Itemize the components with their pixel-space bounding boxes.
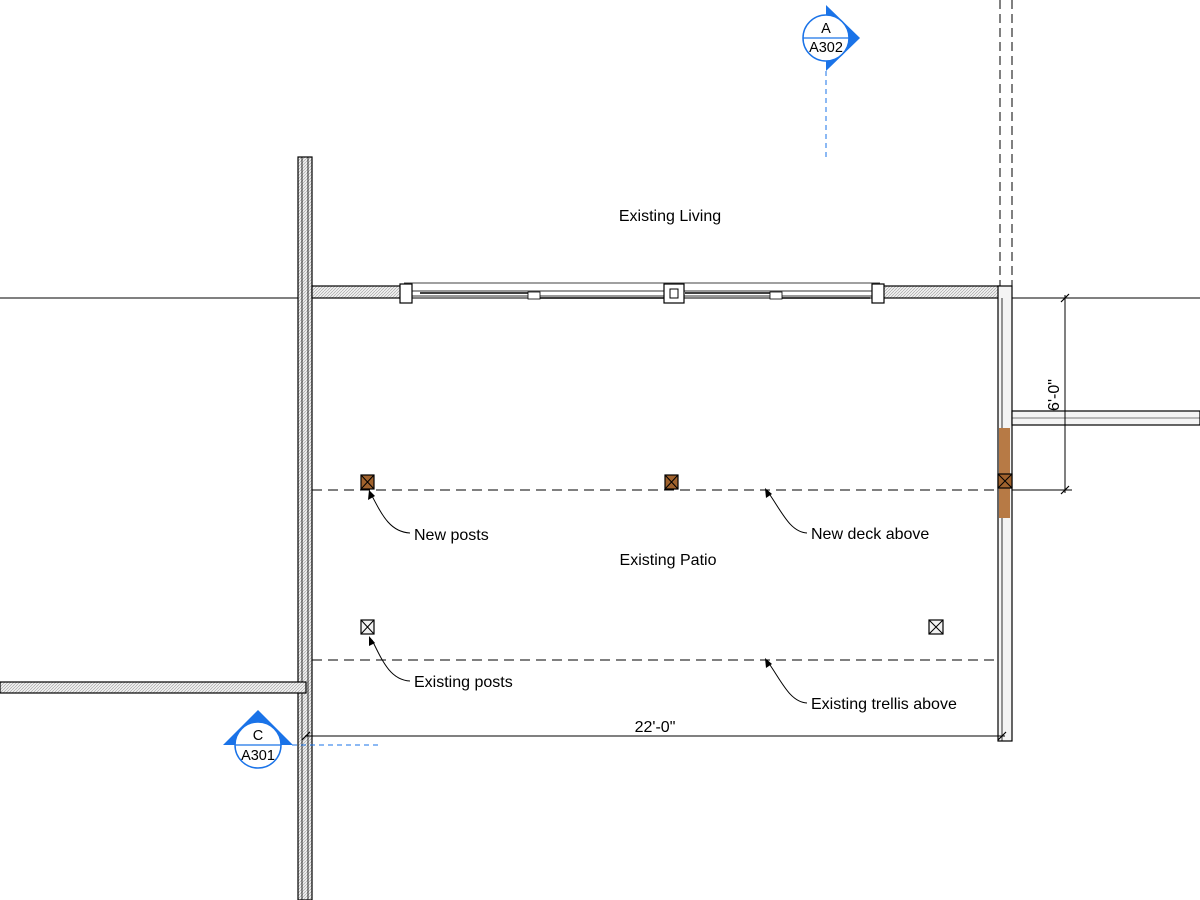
right-adjacent-wall <box>1011 410 1200 426</box>
note-existing-trellis: Existing trellis above <box>811 696 957 713</box>
section-marker-a[interactable]: A A302 <box>802 5 860 160</box>
existing-post <box>928 619 944 635</box>
section-a-letter: A <box>821 21 831 37</box>
leader-new-posts <box>368 490 411 534</box>
dimension-width-label: 22'-0" <box>635 719 676 736</box>
leader-new-deck <box>765 488 808 534</box>
new-post <box>664 474 679 490</box>
right-wall <box>997 285 1013 742</box>
room-label-living: Existing Living <box>619 208 721 225</box>
note-new-posts: New posts <box>414 527 489 544</box>
section-c-letter: C <box>253 728 263 744</box>
existing-post <box>360 619 375 635</box>
section-c-sheet: A301 <box>241 748 275 764</box>
new-post <box>997 473 1013 489</box>
dimension-offset <box>1012 293 1072 495</box>
note-new-deck: New deck above <box>811 526 929 543</box>
new-post <box>360 474 375 490</box>
room-label-patio: Existing Patio <box>620 552 717 569</box>
bottom-left-wall <box>0 681 307 694</box>
leader-existing-posts <box>369 636 411 682</box>
section-marker-c[interactable]: C A301 <box>223 710 382 769</box>
section-a-sheet: A302 <box>809 40 843 56</box>
note-existing-posts: Existing posts <box>414 674 513 691</box>
top-wall <box>311 282 1001 304</box>
dimension-width <box>301 731 1007 741</box>
leader-existing-trellis <box>765 658 808 704</box>
left-wall <box>297 156 313 900</box>
dimension-offset-label: 6'-0" <box>1046 379 1063 411</box>
